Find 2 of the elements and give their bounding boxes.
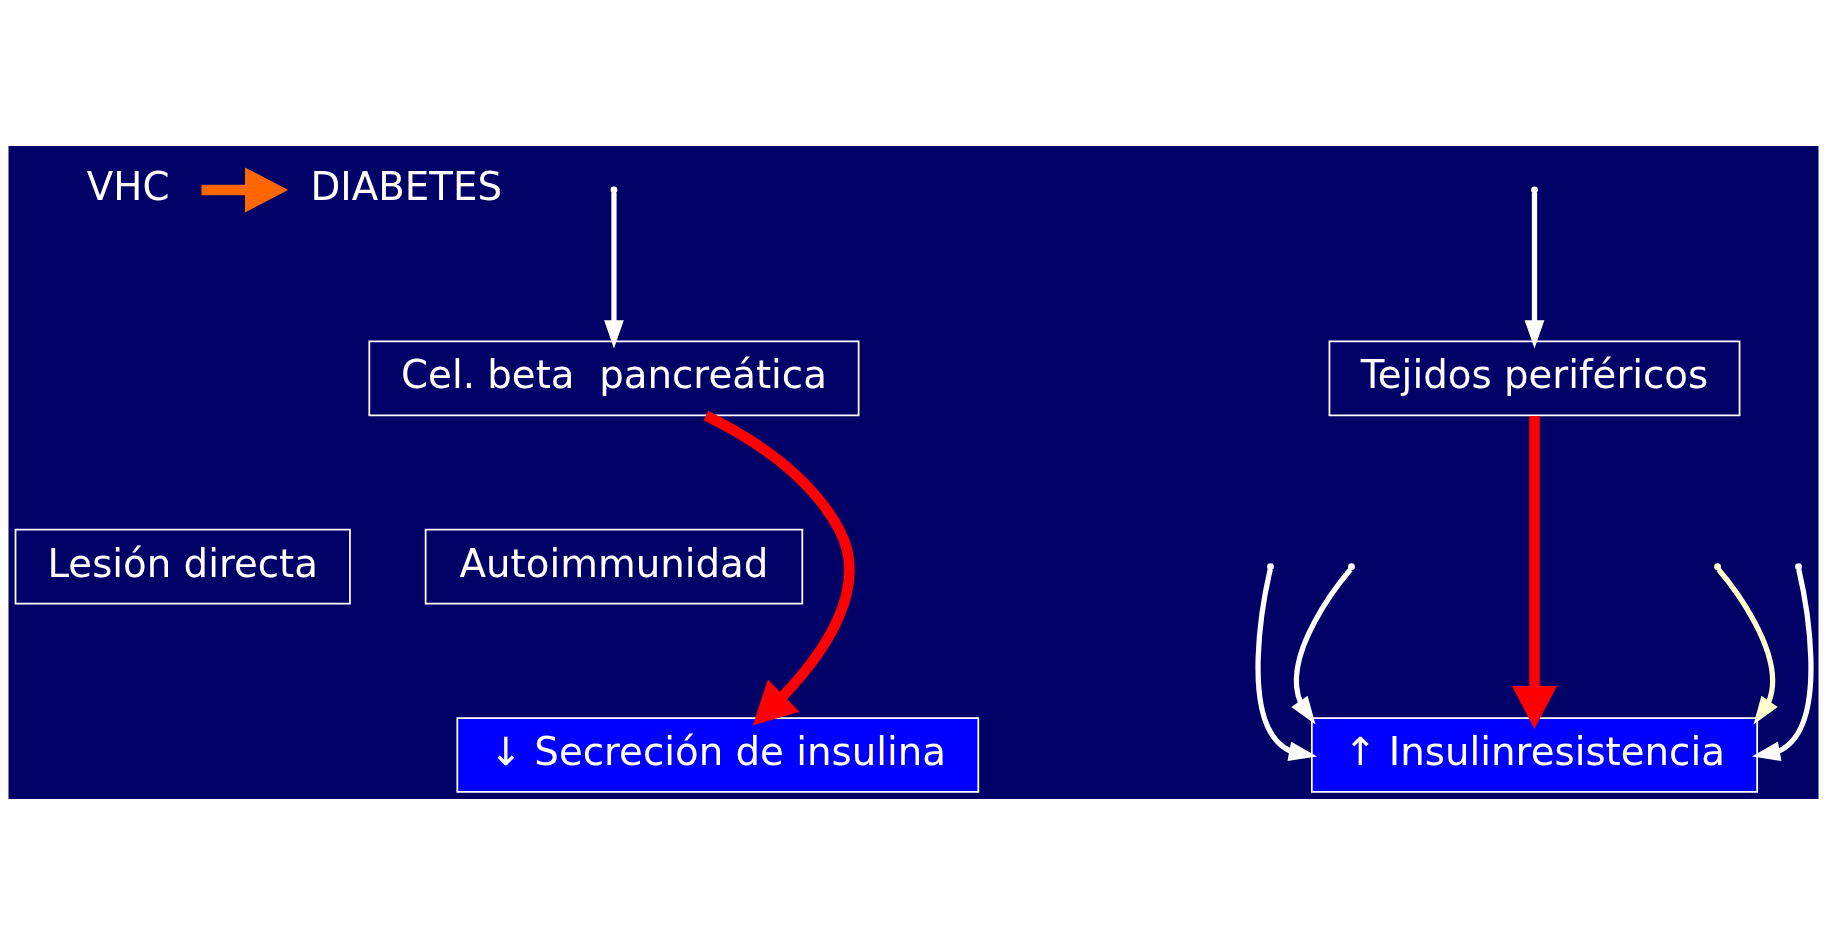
node-text: DIABETES [310, 163, 502, 209]
node-text: VHC [86, 163, 170, 209]
